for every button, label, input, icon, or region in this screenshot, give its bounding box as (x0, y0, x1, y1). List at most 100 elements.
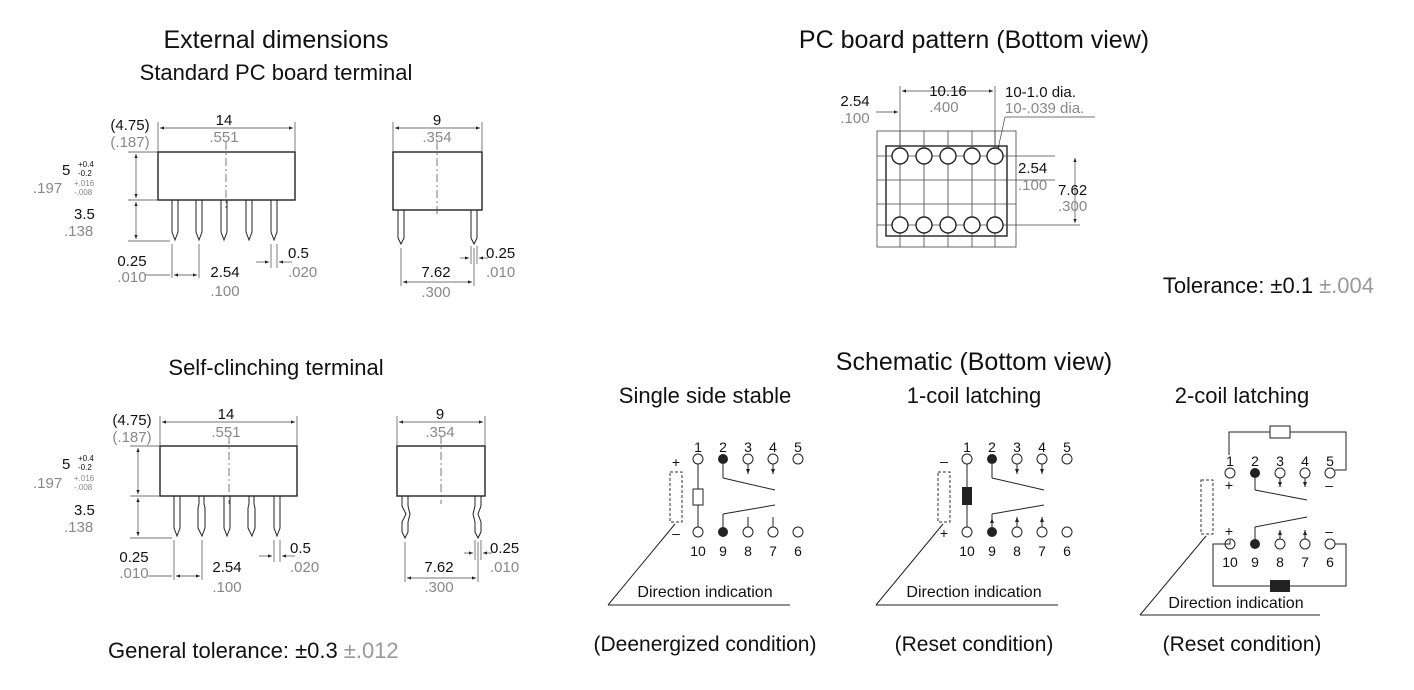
svg-text:.100: .100 (1018, 177, 1047, 194)
svg-text:.354: .354 (425, 424, 454, 441)
svg-text:9: 9 (988, 543, 996, 559)
pins (171, 200, 278, 242)
pcb-dim-span-inch: .400 (929, 99, 958, 116)
dim-pin-length-inch: .138 (64, 223, 93, 240)
svg-text:-0.2: -0.2 (78, 463, 92, 472)
dim-length: 14 (216, 112, 233, 129)
dim-row-pitch: 7.62 (421, 264, 450, 281)
pcb-dim-span: 10.16 (929, 83, 967, 100)
svg-text:5: 5 (1326, 453, 1334, 469)
svg-text:9: 9 (719, 543, 727, 559)
dim-pin-width-inch: .020 (288, 264, 317, 281)
one-coil-caption: (Reset condition) (895, 633, 1054, 656)
svg-text:3.5: 3.5 (74, 502, 95, 519)
svg-text:(.187): (.187) (112, 429, 151, 446)
dim-width: 9 (433, 112, 441, 129)
pcb-pattern-drawing: 10.16 .400 2.54 .100 10-1.0 dia. 10-.039… (840, 83, 1095, 248)
schematic-title: Schematic (Bottom view) (836, 348, 1112, 376)
svg-text:0.25: 0.25 (490, 540, 519, 557)
svg-text:5: 5 (794, 439, 802, 455)
svg-text:1: 1 (1226, 453, 1234, 469)
dim-pin-thickness-side-inch: .010 (486, 264, 515, 281)
svg-text:.138: .138 (64, 519, 93, 536)
svg-text:7: 7 (769, 543, 777, 559)
self-clinching-side-view: 9 .354 7.62 .300 0.25 .010 (396, 406, 519, 596)
schematic-1-coil-latching: 1-coil latching 1 2 3 4 5 10 9 8 7 6 – (875, 383, 1073, 656)
svg-text:.197: .197 (33, 475, 62, 492)
dim-pin-offset-inch: (.187) (110, 134, 149, 151)
svg-text:–: – (672, 525, 680, 541)
svg-text:10: 10 (690, 543, 706, 559)
svg-text:8: 8 (1276, 554, 1284, 570)
svg-text:+: + (672, 454, 680, 470)
svg-text:0.25: 0.25 (119, 549, 148, 566)
svg-text:3: 3 (1013, 439, 1021, 455)
set-coil-symbol (1269, 425, 1291, 439)
svg-text:9: 9 (1251, 554, 1259, 570)
svg-text:+.016: +.016 (74, 179, 95, 188)
svg-text:.300: .300 (424, 579, 453, 596)
dim-length-inch: .551 (209, 129, 238, 146)
pcb-holes (891, 147, 1004, 234)
svg-text:7.62: 7.62 (424, 559, 453, 576)
svg-text:5: 5 (62, 456, 70, 473)
single-stable-title: Single side stable (619, 383, 791, 408)
pcb-dim-row: 7.62 (1058, 182, 1087, 199)
single-stable-caption: (Deenergized condition) (594, 633, 817, 656)
schematic-single-side-stable: Single side stable 1 2 3 4 5 10 9 8 7 6 (594, 383, 817, 656)
svg-text:–: – (1325, 477, 1333, 493)
two-coil-caption: (Reset condition) (1163, 633, 1322, 656)
svg-text:1: 1 (963, 439, 971, 455)
relay-body-front (157, 151, 296, 201)
coil-symbol (692, 488, 704, 506)
standard-side-view: 9 .354 7.62 .300 0.25 .010 (392, 112, 515, 301)
one-coil-title: 1-coil latching (907, 383, 1042, 408)
svg-text:3: 3 (744, 439, 752, 455)
svg-text:2: 2 (719, 439, 727, 455)
dim-pin-pitch-inch: .100 (210, 283, 239, 300)
svg-text:Direction indication: Direction indication (906, 584, 1041, 601)
pcb-hole-size: 10-1.0 dia. (1005, 84, 1076, 101)
dim-height-inch: .197 (33, 180, 62, 197)
svg-text:7: 7 (1301, 554, 1309, 570)
pcb-dim-row-inch: .300 (1058, 198, 1087, 215)
pcb-dim-pitch: 2.54 (840, 93, 869, 110)
pcb-pattern-title: PC board pattern (Bottom view) (799, 26, 1149, 54)
latching-coil-symbol (962, 487, 972, 505)
svg-text:4: 4 (1038, 439, 1046, 455)
svg-text:+: + (1225, 523, 1233, 539)
dim-width-inch: .354 (422, 129, 451, 146)
svg-text:-.008: -.008 (74, 483, 93, 492)
svg-text:8: 8 (744, 543, 752, 559)
dim-pin-thickness: 0.25 (117, 253, 146, 270)
svg-text:.020: .020 (290, 559, 319, 576)
svg-text:.010: .010 (490, 559, 519, 576)
dim-pin-offset: (4.75) (110, 117, 149, 134)
pcb-tolerance: Tolerance: ±0.1±.004 (1163, 273, 1374, 298)
svg-text:+: + (1225, 477, 1233, 493)
standard-front-view: 14 .551 (4.75) (.187) 5 +0.4 -0.2 .197 +… (33, 112, 317, 300)
svg-text:(4.75): (4.75) (112, 412, 151, 429)
svg-text:6: 6 (1326, 554, 1334, 570)
svg-text:.551: .551 (211, 424, 240, 441)
svg-text:6: 6 (1063, 543, 1071, 559)
svg-text:1: 1 (694, 439, 702, 455)
svg-text:–: – (940, 453, 948, 469)
external-dimensions-title: External dimensions (163, 26, 388, 54)
direction-indication-label: Direction indication (637, 584, 772, 601)
svg-text:2.54: 2.54 (1018, 160, 1047, 177)
svg-text:8: 8 (1013, 543, 1021, 559)
general-tolerance: General tolerance: ±0.3±.012 (108, 638, 399, 663)
svg-text:0.5: 0.5 (290, 540, 311, 557)
pcb-hole-size-inch: 10-.039 dia. (1005, 100, 1084, 117)
dim-row-pitch-inch: .300 (421, 284, 450, 301)
svg-text:14: 14 (218, 406, 235, 423)
standard-terminal-title: Standard PC board terminal (140, 60, 413, 85)
svg-text:+0.4: +0.4 (78, 454, 94, 463)
dim-pin-thickness-side: 0.25 (486, 245, 515, 262)
svg-text:–: – (1325, 523, 1333, 539)
schematic-2-coil-latching: 2-coil latching 1 2 3 4 5 10 9 8 7 6 + –… (1139, 383, 1347, 656)
svg-text:3: 3 (1276, 453, 1284, 469)
svg-text:Direction indication: Direction indication (1168, 595, 1303, 612)
